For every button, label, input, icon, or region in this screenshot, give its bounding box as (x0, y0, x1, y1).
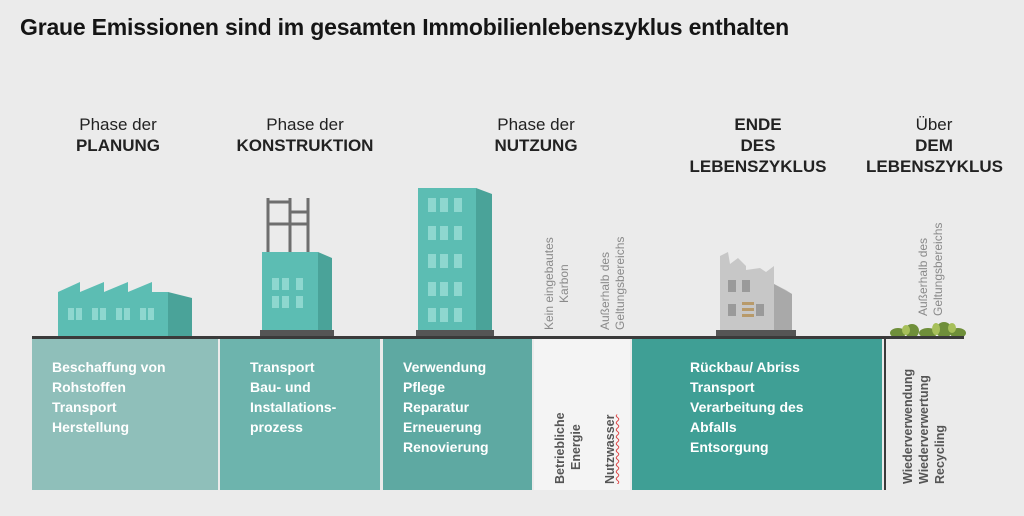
phase-konstruktion-header: Phase der KONSTRUKTION (225, 114, 385, 156)
label-kein-karbon-line1: Kein eingebautes (542, 237, 556, 330)
block-ende-item: Verarbeitung des (690, 399, 804, 415)
tall-building-illustration (416, 188, 494, 338)
block-betrieb (534, 339, 630, 490)
label-betriebliche-energie: Betriebliche Energie (552, 412, 584, 484)
label-recycling-line2: Wiederverwertung (917, 375, 931, 484)
construction-building-illustration (260, 198, 334, 338)
block-nutzung-item: Erneuerung (403, 419, 482, 435)
label-nutzwasser: Nutzwasser (602, 415, 618, 484)
label-ausserhalb-2-line1: Außerhalb des (916, 237, 930, 316)
label-ausserhalb-1-line1: Außerhalb des (598, 251, 612, 330)
label-betriebliche-line2: Energie (569, 424, 583, 470)
block-konstruktion-item: Bau- und (250, 379, 311, 395)
label-ausserhalb-2: Außerhalb des Geltungsbereichs (916, 223, 946, 316)
phase-konstruktion-label: KONSTRUKTION (236, 136, 374, 155)
block-nutzung-item: Pflege (403, 379, 446, 395)
label-ausserhalb-1-line2: Geltungsbereichs (613, 236, 627, 330)
block-planung-item: Transport (52, 399, 117, 415)
phase-planung-prefix: Phase der (79, 115, 157, 134)
label-kein-karbon: Kein eingebautes Karbon (542, 237, 572, 330)
phase-ende-line1: ENDE (734, 115, 782, 134)
plants-illustration (890, 322, 966, 338)
phase-ende-header: ENDE DES LEBENSZYKLUS (688, 114, 828, 177)
block-nutzung: Verwendung Pflege Reparatur Erneuerung R… (383, 339, 532, 490)
block-nutzung-item: Renovierung (403, 439, 489, 455)
label-kein-karbon-line2: Karbon (557, 264, 571, 303)
phase-planung-label: PLANUNG (75, 136, 161, 155)
phase-ueber-prefix: Über (915, 115, 953, 134)
block-planung: Beschaffung von Rohstoffen Transport Her… (32, 339, 218, 490)
block-ende-item: Entsorgung (690, 439, 769, 455)
phase-ende-line3: LEBENSZYKLUS (689, 157, 827, 176)
label-recycling-line3: Recycling (933, 424, 947, 484)
label-recycling: Wiederverwendung Wiederverwertung Recycl… (900, 369, 948, 484)
phase-nutzung-header: Phase der NUTZUNG (476, 114, 596, 156)
block-planung-item: Rohstoffen (52, 379, 126, 395)
block-planung-item: Beschaffung von (52, 359, 166, 375)
phase-konstruktion-prefix: Phase der (266, 115, 344, 134)
ground-line (32, 336, 964, 339)
phase-nutzung-label: NUTZUNG (494, 136, 578, 155)
block-ende: Rückbau/ Abriss Transport Verarbeitung d… (632, 339, 882, 490)
label-nutzwasser-text: Nutzwasser (603, 414, 617, 484)
block-nutzung-item: Reparatur (403, 399, 470, 415)
block-ende-item: Rückbau/ Abriss (690, 359, 800, 375)
page-title: Graue Emissionen sind im gesamten Immobi… (20, 14, 790, 40)
block-konstruktion-item: prozess (250, 419, 303, 435)
ruined-building-illustration (716, 252, 796, 338)
phase-ueber-line2: DEM (915, 136, 953, 155)
block-konstruktion-item: Transport (250, 359, 315, 375)
label-ausserhalb-2-line2: Geltungsbereichs (931, 222, 945, 316)
divider-line (884, 339, 886, 490)
block-nutzung-item: Verwendung (403, 359, 487, 375)
phase-nutzung-prefix: Phase der (497, 115, 575, 134)
phase-planung-header: Phase der PLANUNG (58, 114, 178, 156)
label-ausserhalb-1: Außerhalb des Geltungsbereichs (598, 237, 628, 330)
label-recycling-line1: Wiederverwendung (901, 368, 915, 484)
factory-illustration (58, 282, 192, 336)
phase-ende-line2: DES (740, 136, 776, 155)
phase-ueber-header: Über DEM LEBENSZYKLUS (866, 114, 1003, 177)
block-konstruktion: Transport Bau- und Installations- prozes… (220, 339, 380, 490)
label-betriebliche-line1: Betriebliche (553, 412, 567, 484)
block-planung-item: Herstellung (52, 419, 130, 435)
block-ende-item: Transport (690, 379, 755, 395)
block-ende-item: Abfalls (690, 419, 737, 435)
phase-ueber-line3: LEBENSZYKLUS (866, 157, 1003, 176)
block-konstruktion-item: Installations- (250, 399, 337, 415)
